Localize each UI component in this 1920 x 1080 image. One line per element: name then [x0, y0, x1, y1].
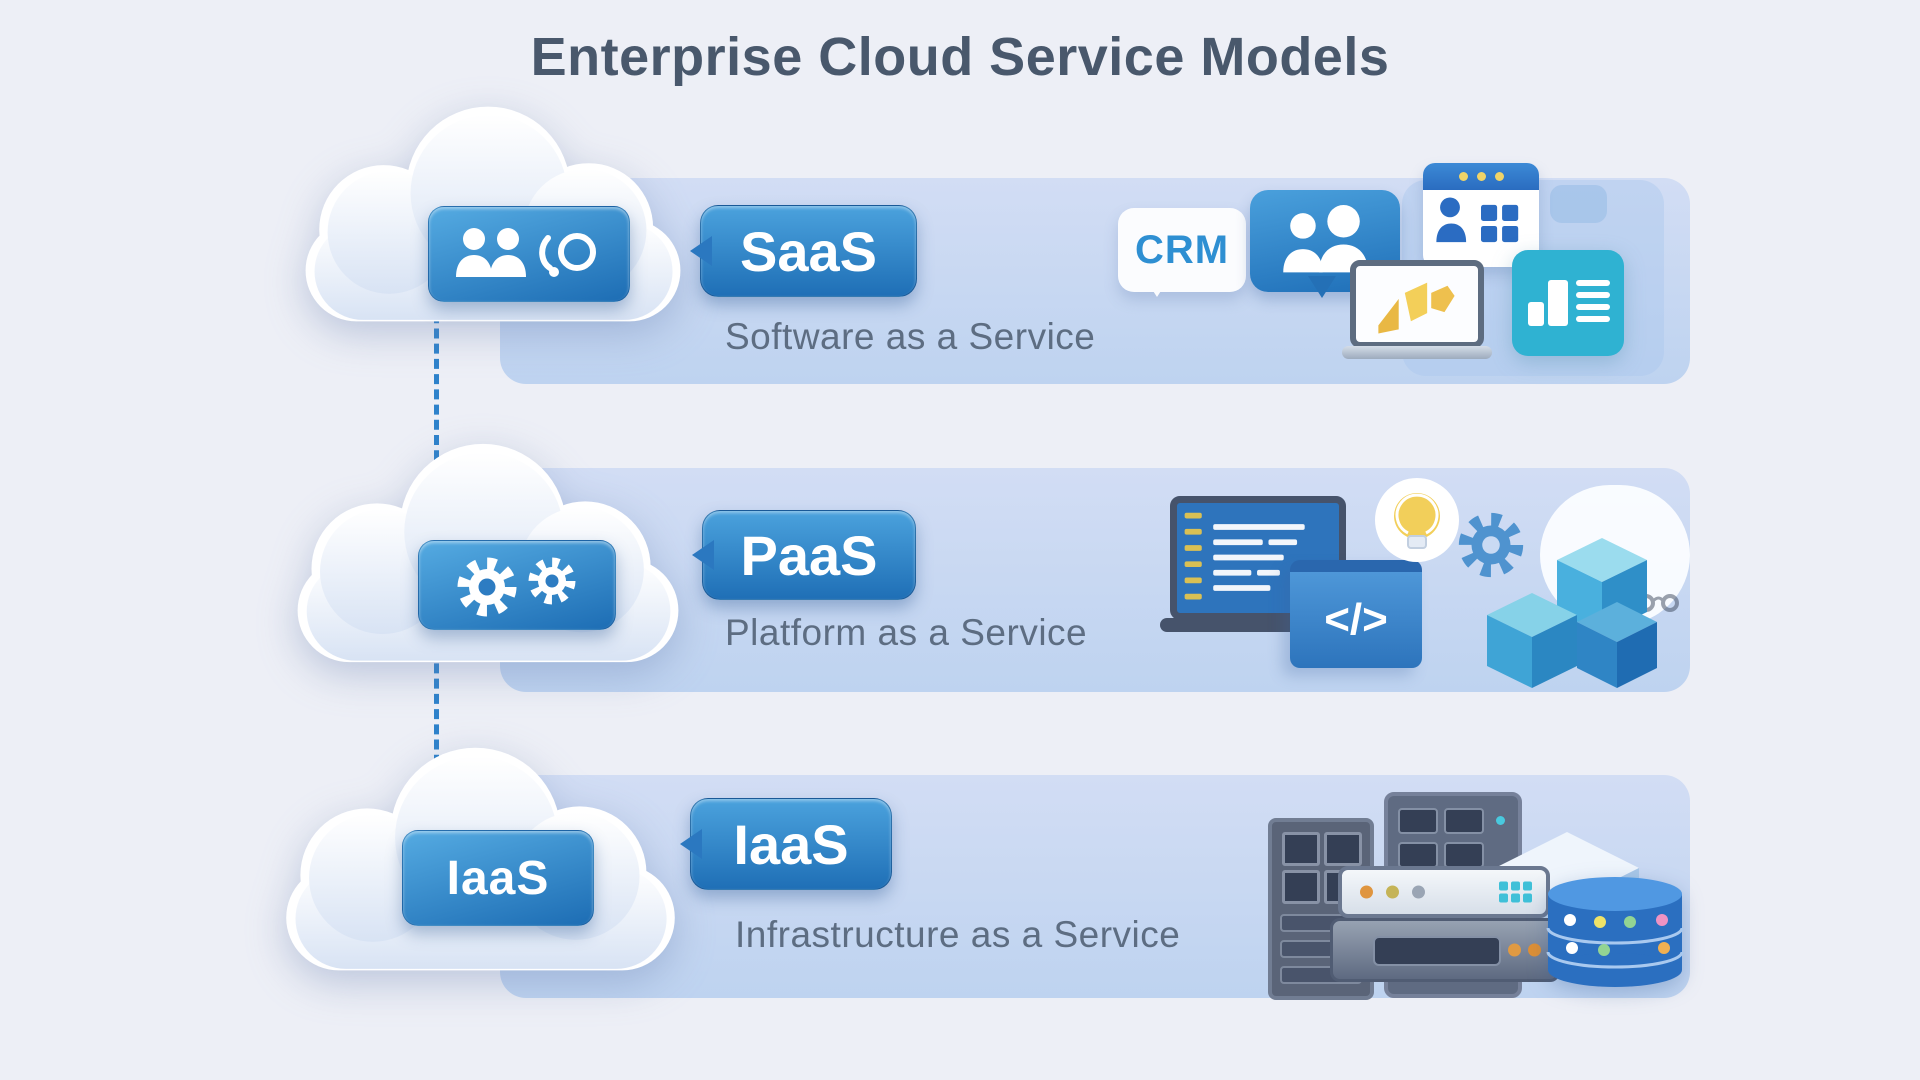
iaas-cloud-badge: IaaS: [402, 830, 594, 926]
crm-speech-bubble: CRM: [1118, 208, 1246, 297]
gears-icon: [457, 557, 576, 617]
iaas-cloud-badge-label: IaaS: [446, 851, 550, 905]
status-dot-icon: [1360, 885, 1373, 899]
database-icon: [1540, 870, 1690, 1005]
rack-slot: [1444, 808, 1484, 834]
iaas-full-name: Infrastructure as a Service: [735, 914, 1181, 955]
window-dot-icon: [1476, 172, 1486, 181]
saas-backdrop-pill: [1550, 185, 1607, 223]
contacts-browser-window: [1423, 163, 1539, 267]
users-phone-icon: [456, 228, 596, 277]
bar-chart-lines-icon: [1512, 250, 1624, 356]
led-indicator-icon: [1496, 816, 1505, 825]
laptop-base: [1342, 346, 1492, 359]
rack-slot: [1398, 808, 1438, 834]
saas-bubble: SaaS: [700, 205, 917, 297]
crm-label: CRM: [1134, 227, 1230, 272]
gear-icon: [1452, 506, 1530, 589]
team-chat-bubble: [1250, 190, 1400, 298]
analytics-laptop-icon: [1342, 260, 1492, 364]
code-box-icon: </>: [1290, 560, 1422, 668]
drive-slot: [1373, 936, 1501, 966]
report-card-icon: [1512, 250, 1624, 361]
laptop-screen: [1350, 260, 1484, 348]
paas-full-name: Platform as a Service: [725, 612, 1088, 653]
rack-panel: [1282, 870, 1320, 904]
code-lines-icon: [1184, 512, 1305, 600]
cube-left: [1487, 593, 1577, 688]
rack-panel: [1282, 832, 1320, 866]
saas-cloud-badge: [428, 206, 630, 302]
status-dot-icon: [1528, 943, 1541, 957]
contacts-grid-icon: [1436, 197, 1519, 243]
chart-shapes-icon: [1378, 282, 1455, 334]
code-label: </>: [1324, 595, 1388, 644]
iaas-bubble-label: IaaS: [733, 812, 849, 876]
rack-slot: [1398, 842, 1438, 868]
iaas-bubble: IaaS: [690, 798, 892, 890]
window-dot-icon: [1494, 172, 1504, 181]
data-dots: [1564, 914, 1670, 956]
rack-slot: [1444, 842, 1484, 868]
paas-bubble: PaaS: [702, 510, 916, 600]
rack-panel: [1324, 832, 1362, 866]
rack-server-unit-icon: [1338, 866, 1550, 918]
lightbulb-icon: [1372, 476, 1462, 577]
cubes-icon: [1482, 530, 1662, 700]
browser-titlebar: [1423, 163, 1539, 190]
server-rack-back-icon: [1268, 818, 1374, 1000]
status-dot-icon: [1508, 943, 1521, 957]
saas-bubble-label: SaaS: [740, 219, 877, 283]
status-dot-icon: [1386, 885, 1399, 899]
paas-cloud-badge: [418, 540, 616, 630]
cube-right: [1577, 602, 1657, 688]
page-title: Enterprise Cloud Service Models: [530, 27, 1390, 87]
status-dot-icon: [1412, 885, 1425, 899]
saas-full-name: Software as a Service: [725, 316, 1096, 357]
port-grid-icon: [1499, 881, 1532, 903]
paas-bubble-label: PaaS: [740, 523, 878, 587]
window-dot-icon: [1458, 172, 1468, 181]
rack-server-unit2-icon: [1330, 918, 1560, 982]
